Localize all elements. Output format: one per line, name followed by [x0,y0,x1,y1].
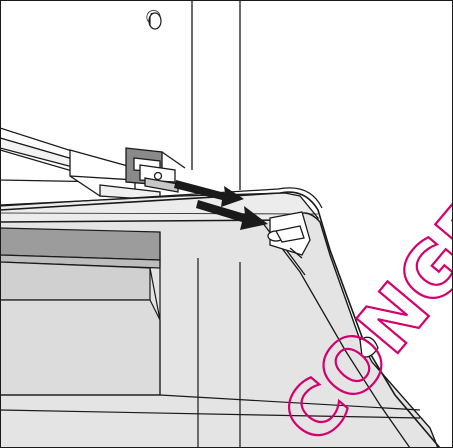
latch-slot [267,211,311,259]
step-marker-circle [148,12,162,30]
mounting-clip [125,147,186,193]
rim-notch [359,336,379,358]
drawer-front-panel [0,227,161,396]
cabinet-post [191,0,241,190]
direction-arrow [174,180,268,230]
inner-guide-lines [0,258,421,448]
